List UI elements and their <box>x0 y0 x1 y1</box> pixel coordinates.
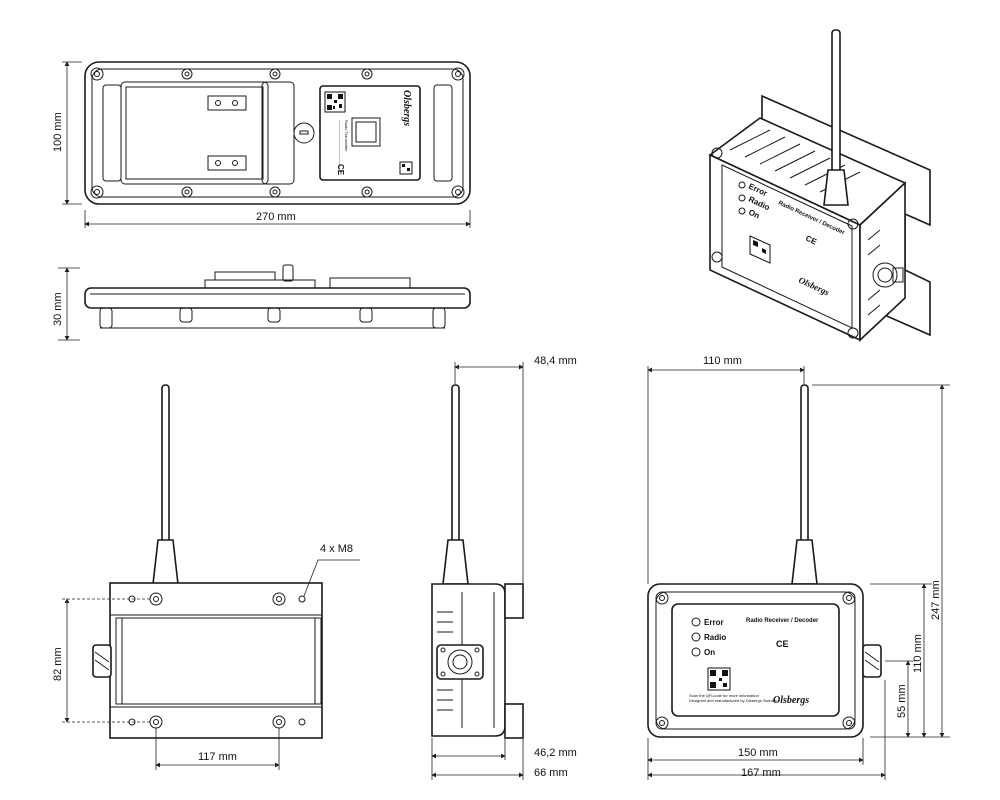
iso-qr-icon <box>749 235 771 264</box>
panel-led-radio: Radio <box>704 633 726 642</box>
top-label-ce: CE <box>336 164 345 176</box>
dim-66: 66 mm <box>534 767 568 779</box>
panel-title: Radio Receiver / Decoder <box>746 618 819 624</box>
bolt-note: 4 x M8 <box>320 543 353 555</box>
panel-qr-caption-2: Designed and manufactured by Olsbergs Sw… <box>689 698 777 703</box>
dim-117: 117 mm <box>198 751 237 763</box>
top-label-title: Radio Transmitter <box>344 120 349 152</box>
top-view: Radio Transmitter ———————————— Olsbergs … <box>52 61 471 228</box>
dim-247: 247 mm <box>930 580 942 620</box>
dim-82: 82 mm <box>52 647 64 681</box>
dim-55: 55 mm <box>896 684 908 718</box>
dim-46-2: 46,2 mm <box>534 747 577 759</box>
top-qr-icon <box>324 91 346 113</box>
panel-led-error: Error <box>704 618 724 627</box>
side-view: 30 mm <box>52 264 471 341</box>
panel-qr-caption-1: Scan the QR-code for more information <box>689 693 759 698</box>
dim-110-top: 110 mm <box>703 355 742 367</box>
led-radio-icon <box>691 632 701 642</box>
led-error-icon <box>691 617 701 627</box>
dim-270: 270 mm <box>256 211 296 223</box>
dim-48-4: 48,4 mm <box>534 355 577 367</box>
dim-100: 100 mm <box>52 112 64 152</box>
top-small-qr-icon <box>399 161 413 175</box>
dim-167: 167 mm <box>741 767 781 779</box>
panel-led-on: On <box>704 648 715 657</box>
led-on-icon <box>691 647 701 657</box>
top-label-line: ———————————— <box>338 120 343 168</box>
panel-brand: Olsbergs <box>773 695 809 706</box>
profile-view: 48,4 mm 46,2 mm 66 mm <box>431 355 577 780</box>
iso-led-on: On <box>747 208 761 221</box>
panel-qr-icon <box>707 667 731 691</box>
top-label-brand: Olsbergs <box>401 90 412 126</box>
panel-ce: CE <box>776 639 789 649</box>
mount-view: 82 mm 117 mm 4 x M8 <box>52 384 360 770</box>
dim-30: 30 mm <box>52 292 64 326</box>
iso-view: Error Radio On Radio Receiver / Decoder … <box>708 29 931 342</box>
panel-view: Error Radio On Radio Receiver / Decoder … <box>647 355 950 780</box>
dim-110-right: 110 mm <box>912 634 924 673</box>
dim-150: 150 mm <box>738 747 778 759</box>
